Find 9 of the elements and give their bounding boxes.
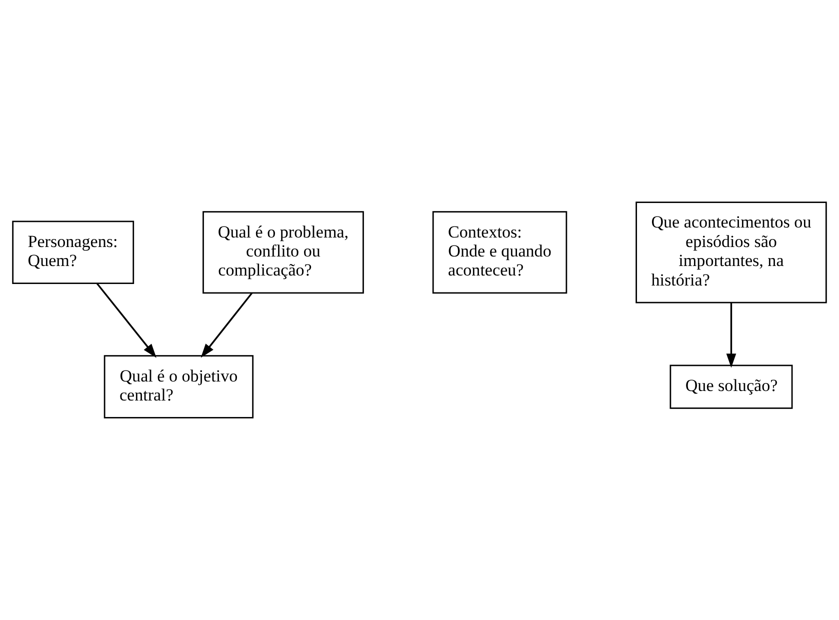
- node-box: Contextos: Onde e quando aconteceu?: [432, 211, 568, 294]
- arrow: [96, 282, 156, 358]
- node-box: Que solução?: [670, 364, 793, 409]
- node-box: Personagens: Quem?: [12, 220, 134, 284]
- arrow: [200, 292, 253, 358]
- node-box: Que acontecimentos ou episódios são importantes, na história?: [636, 202, 827, 304]
- node-box: Qual é o objetivo central?: [104, 355, 254, 418]
- arrow: [726, 302, 736, 368]
- node-box: Qual é o problema, conflito ou complicação?: [202, 211, 364, 294]
